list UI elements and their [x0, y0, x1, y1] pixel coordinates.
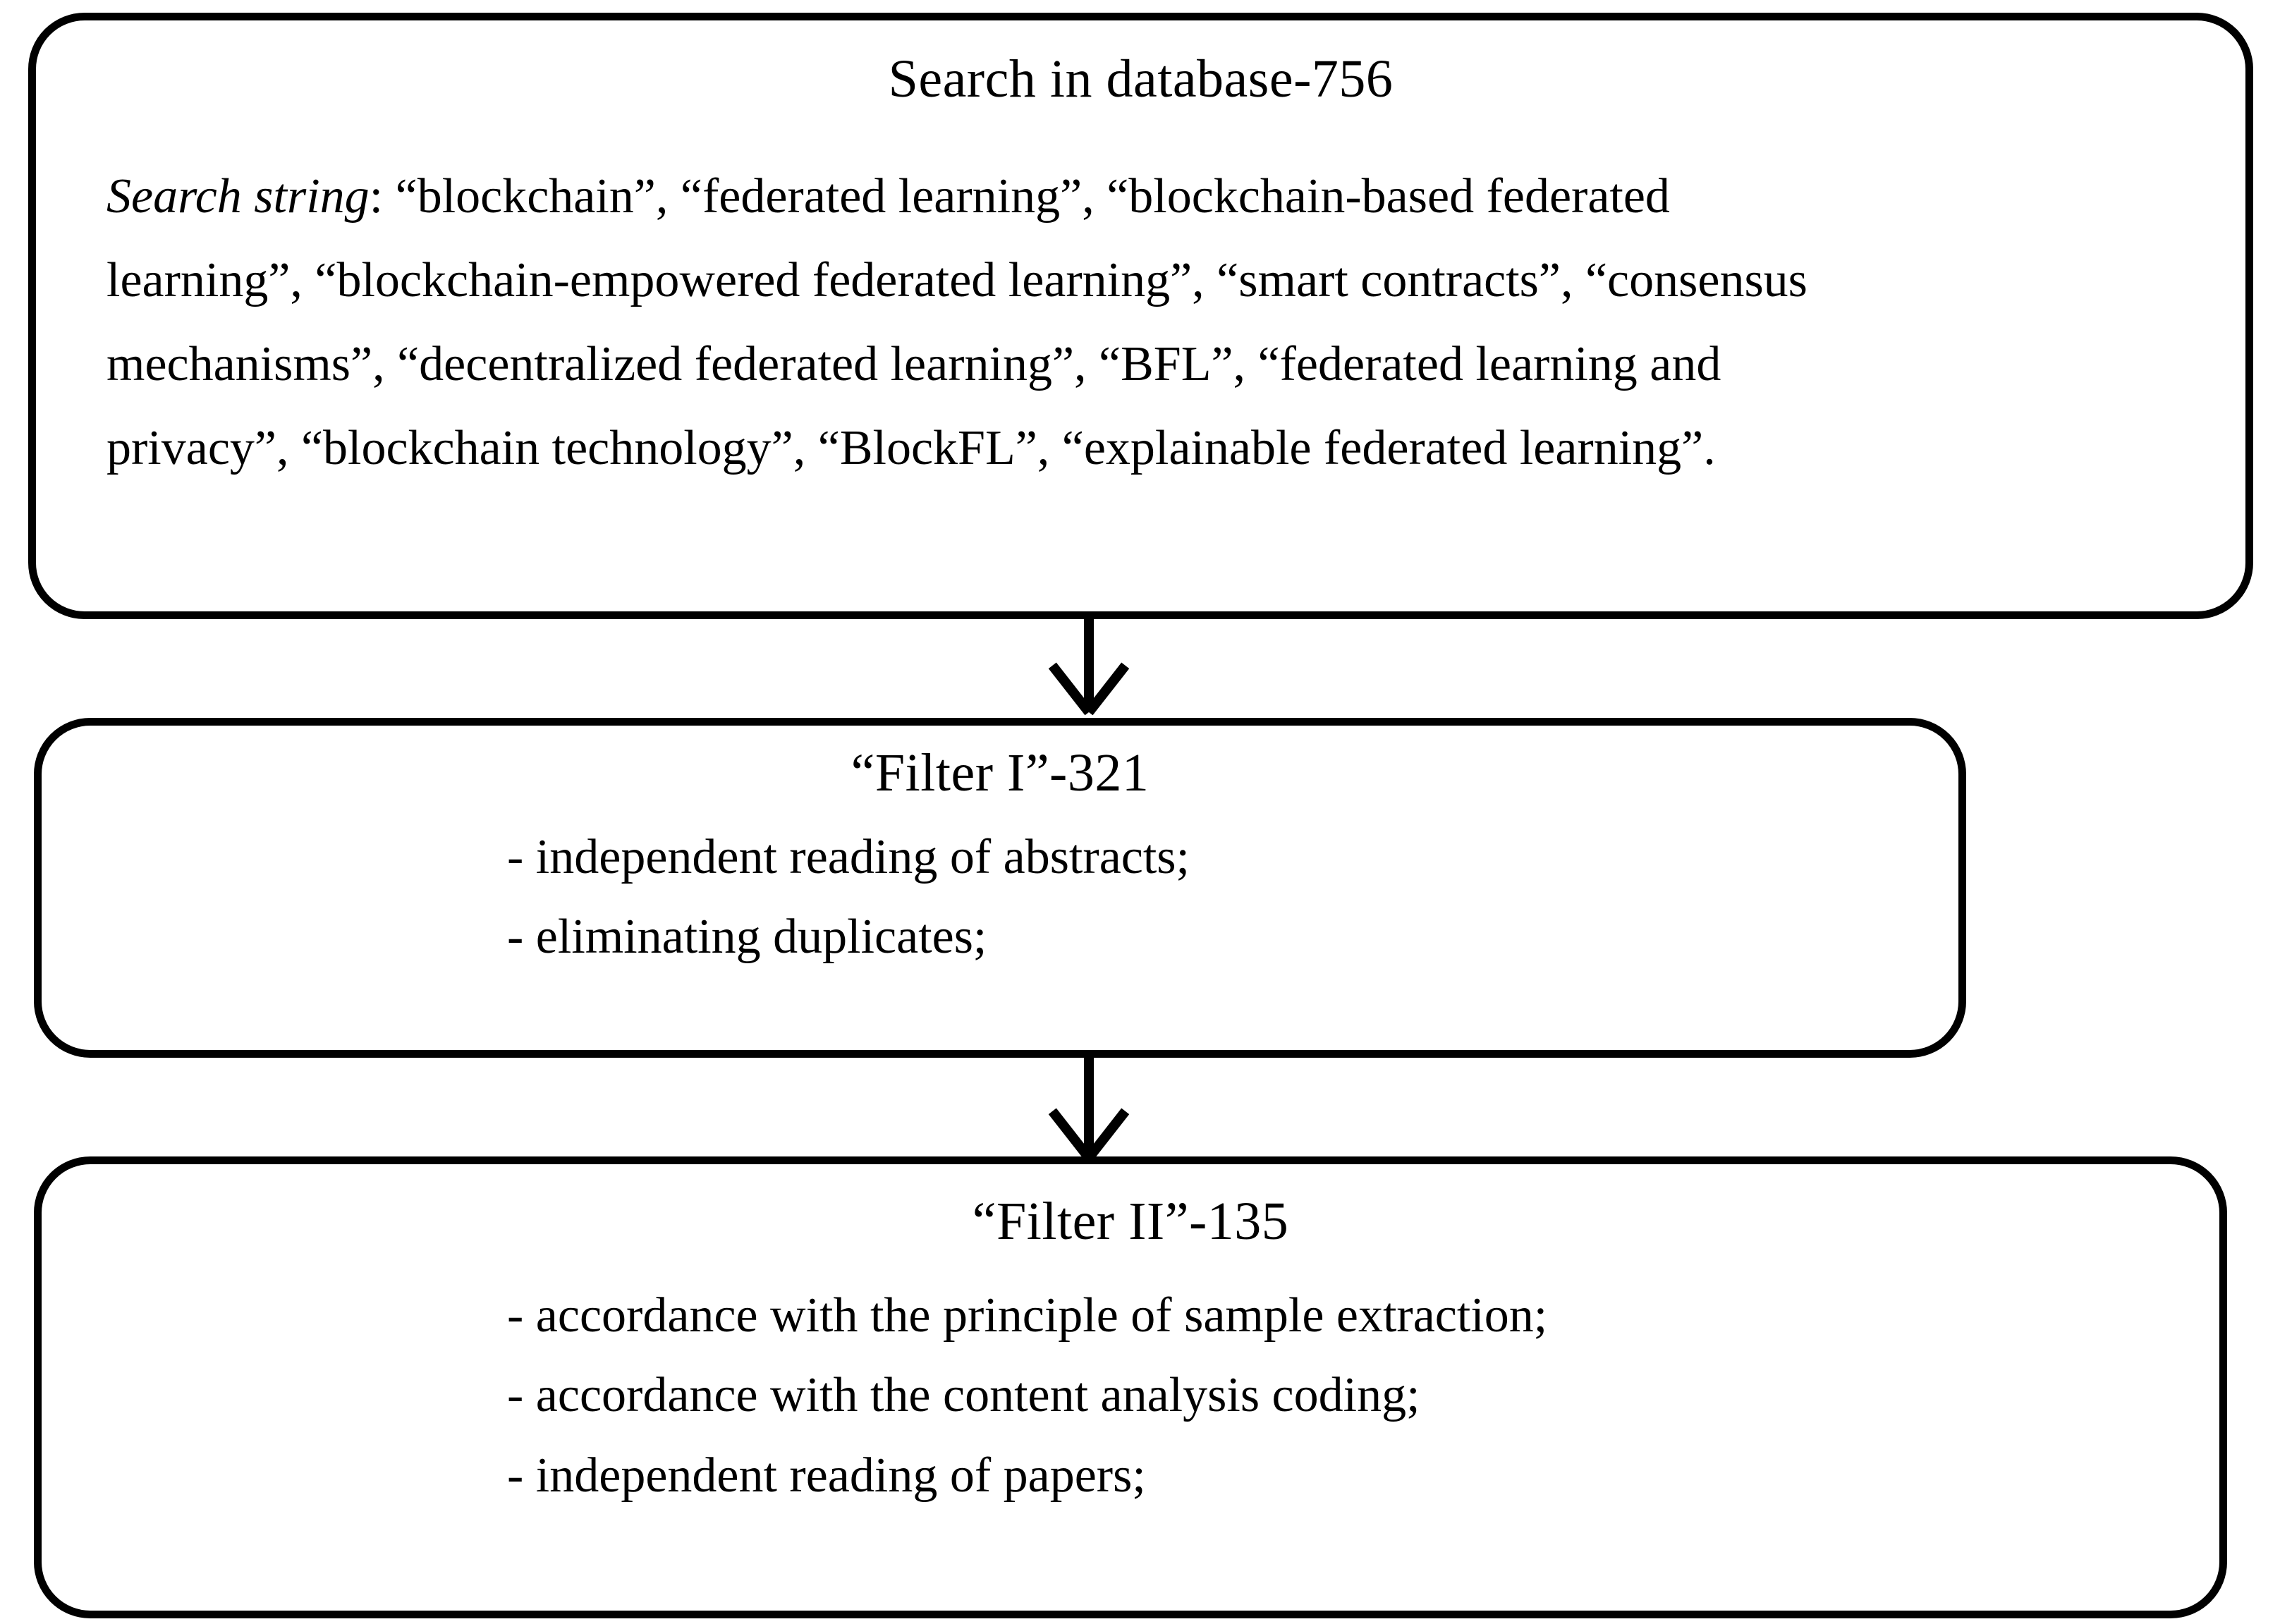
edge-arrow-shaft-2	[1084, 1058, 1094, 1158]
node-filter-two-title: “Filter II”-135	[972, 1192, 1289, 1251]
edge-arrow-shaft-1	[1084, 619, 1094, 712]
list-item: - independent reading of papers;	[507, 1448, 1146, 1503]
node-filter-two: “Filter II”-135 - accordance with the pr…	[34, 1156, 2227, 1618]
node-filter-one: “Filter I”-321 - independent reading of …	[34, 718, 1966, 1058]
node-filter-one-list: - independent reading of abstracts; - el…	[42, 817, 1958, 977]
search-string-label: Search string	[106, 169, 370, 224]
node-search-in-database: Search in database-756 Search string: “b…	[28, 13, 2253, 619]
search-string-separator: :	[369, 169, 396, 224]
node-search-body: Search string: “blockchain”, “federated …	[106, 154, 2175, 490]
list-item: - accordance with the content analysis c…	[507, 1368, 1420, 1423]
search-string-line-3: mechanisms”, “decentralized federated le…	[106, 336, 1721, 391]
node-filter-one-title: “Filter I”-321	[851, 743, 1150, 802]
search-string-line-2: learning”, “blockchain-empowered federat…	[106, 252, 1807, 307]
list-item: - eliminating duplicates;	[507, 910, 987, 965]
node-filter-two-list: - accordance with the principle of sampl…	[42, 1276, 2219, 1515]
node-search-title: Search in database-756	[888, 49, 1394, 109]
list-item: - independent reading of abstracts;	[507, 829, 1190, 884]
list-item: - accordance with the principle of sampl…	[507, 1288, 1548, 1343]
search-string-text-1: “blockchain”, “federated learning”, “blo…	[395, 169, 1670, 224]
search-string-line-4: privacy”, “blockchain technology”, “Bloc…	[106, 420, 1716, 475]
search-string-line-1: Search string: “blockchain”, “federated …	[106, 154, 2175, 238]
